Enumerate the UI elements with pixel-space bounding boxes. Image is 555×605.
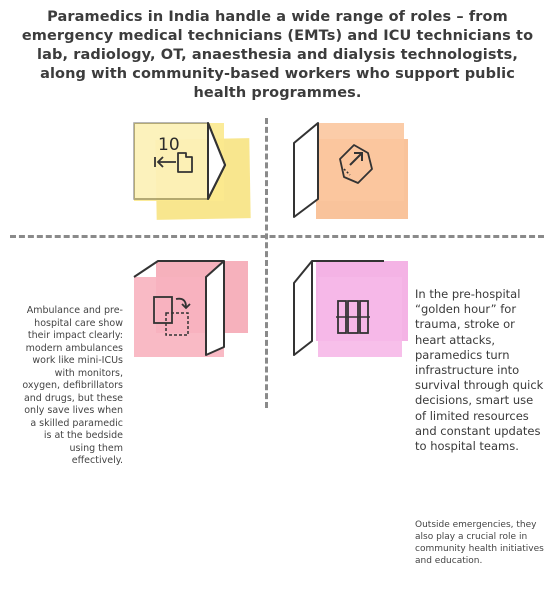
horizontal-divider bbox=[10, 235, 544, 238]
page-title: Paramedics in India handle a wide range … bbox=[21, 9, 534, 101]
building-blocks-icon bbox=[336, 300, 370, 334]
tile-blocks bbox=[288, 255, 418, 365]
tile-navigation bbox=[288, 117, 418, 227]
tile-swap bbox=[128, 255, 258, 365]
tile-timer: 10 bbox=[128, 117, 258, 227]
vertical-divider bbox=[265, 118, 268, 408]
ambulance-care-text: Ambulance and pre-hospital care show the… bbox=[22, 305, 123, 466]
timer-exit-icon bbox=[154, 152, 193, 173]
timer-label: 10 bbox=[158, 135, 180, 155]
community-health-text: Outside emergencies, they also play a cr… bbox=[415, 520, 544, 566]
golden-hour-text: In the pre-hospital “golden hour” for tr… bbox=[415, 287, 544, 454]
swap-layers-icon bbox=[153, 296, 191, 336]
navigation-arrow-icon bbox=[339, 144, 373, 184]
